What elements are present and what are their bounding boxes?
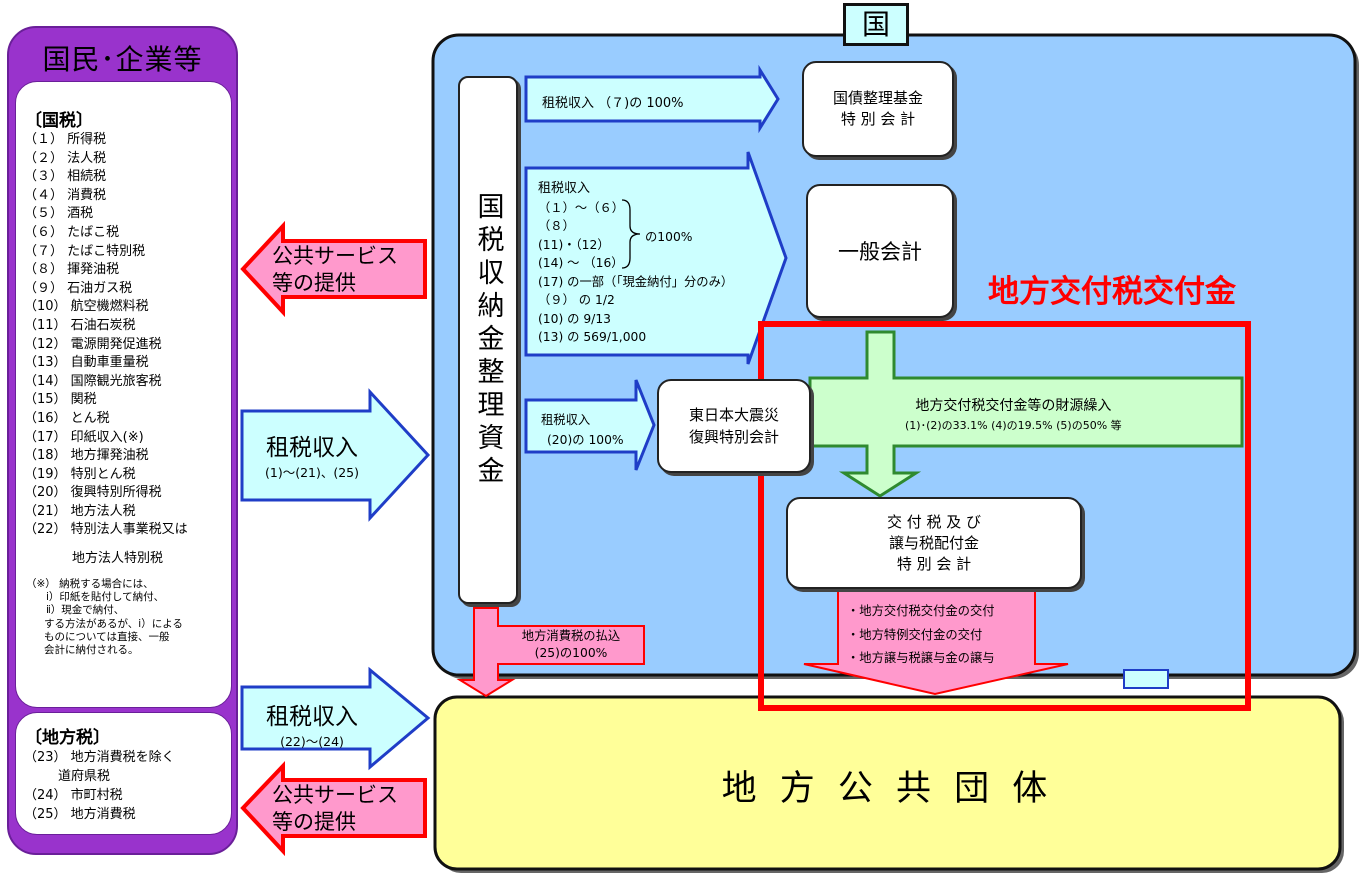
debt-account: 国債整理基金 特 別 会 計 <box>802 61 954 157</box>
grant-account: 交 付 税 及 び 譲与税配付金 特 別 会 計 <box>786 497 1082 589</box>
public-service-label-2: 公共サービス 等の提供 <box>272 783 398 834</box>
highlight-label: 地方交付税交付金 <box>988 274 1236 310</box>
national-tax-item: （10） 航空機燃料税 <box>24 299 149 315</box>
national-tax-item: （８） 揮発油税 <box>24 262 120 278</box>
national-tax-cont: 地方法人特別税 <box>72 551 164 566</box>
national-tax-item: （11） 石油石炭税 <box>24 317 136 333</box>
to-general-arrow <box>524 151 788 365</box>
national-tax-box <box>15 81 232 708</box>
to-reconstruction-arrow <box>524 379 656 471</box>
national-tax-item: （16） とん税 <box>24 410 110 426</box>
general-account: 一般会計 <box>806 184 954 318</box>
national-tax-item: （９） 石油ガス税 <box>24 280 133 296</box>
tax-revenue-label-2: 租税収入 (22)～(24) <box>266 704 358 749</box>
local-tax-heading: 〔地方税〕 <box>25 728 110 748</box>
citizens-title: 国民･企業等 <box>42 43 203 76</box>
country-label: 国 <box>843 3 909 46</box>
national-tax-item: （22） 特別法人事業税又は <box>24 522 188 538</box>
to-general-brace-label: の100% <box>645 230 693 244</box>
national-tax-list: （１） 所得税 （２） 法人税 （３） 相続税 （４） 消費税 （５） 酒税 （６） たば… <box>24 131 188 540</box>
local-tax-list: （23） 地方消費税を除く 道府県税 （24） 市町村税 （25） 地方消費税 <box>24 750 175 822</box>
national-tax-item: （14） 国際観光旅客税 <box>24 373 162 389</box>
national-tax-item: （２） 法人税 <box>24 150 107 166</box>
national-tax-item: （18） 地方揮発油税 <box>24 448 149 464</box>
brace-icon <box>621 199 641 269</box>
national-tax-item: （６） たばこ税 <box>24 224 120 240</box>
local-consumption-label: 地方消費税の払込 (25)の100% <box>521 629 621 660</box>
national-tax-heading: 〔国税〕 <box>25 111 93 131</box>
local-tax-box <box>15 712 232 835</box>
to-debt-arrow <box>524 64 780 134</box>
national-tax-item: （20） 復興特別所得税 <box>24 485 162 501</box>
national-tax-item: （15） 関税 <box>24 392 97 408</box>
connector <box>1123 669 1169 689</box>
tax-revenue-label-1: 租税収入 (1)～(21)、(25) <box>264 435 360 480</box>
national-tax-item: （４） 消費税 <box>24 187 107 203</box>
to-debt-label: 租税収入 （７)の 100% <box>542 96 684 111</box>
highlight-frame <box>758 321 1251 711</box>
footnote: （※） 納税する場合には、 ⅰ）印紙を貼付して納付、 ⅱ）現金で納付、 する方法… <box>26 578 183 657</box>
national-tax-item: （19） 特別とん税 <box>24 466 136 482</box>
transfer-label: 地方交付税交付金等の財源繰入 (1)･(2)の33.1% (4)の19.5% (… <box>905 398 1122 432</box>
national-tax-item: （３） 相続税 <box>24 169 107 185</box>
grants-label: ・地方交付税交付金の交付 ・地方特例交付金の交付 ・地方譲与税譲与金の譲与 <box>847 604 995 665</box>
to-reconstruction-label: 租税収入 (20)の 100% <box>541 413 624 447</box>
national-tax-item: （５） 酒税 <box>24 206 94 222</box>
public-service-arrow-2 <box>240 761 427 857</box>
local-gov-label: 地 方 公 共 団 体 <box>721 769 1054 809</box>
public-service-label-1: 公共サービス 等の提供 <box>272 244 398 295</box>
local-consumption-arrow <box>456 607 645 698</box>
national-tax-item: （13） 自動車重量税 <box>24 355 149 371</box>
national-tax-item: （17） 印紙収入(※) <box>24 429 144 445</box>
national-tax-item: （７） たばこ特別税 <box>24 243 146 259</box>
tax-revenue-arrow-1 <box>240 388 431 522</box>
local-gov-panel <box>433 695 1342 871</box>
grant-arrow <box>803 589 1069 696</box>
public-service-arrow-1 <box>240 220 427 318</box>
reconstruction-account: 東日本大震災 復興特別会計 <box>657 379 811 473</box>
national-tax-item: （１） 所得税 <box>24 132 107 147</box>
to-general-label: 租税収入 （１）～（６） （８） (11)・（12） (14) ～ （16） (… <box>538 181 734 344</box>
national-tax-fund: 国税収納金整理資金 <box>458 76 518 604</box>
national-tax-item: （21） 地方法人税 <box>24 503 136 519</box>
tax-revenue-arrow-2 <box>240 666 431 771</box>
national-tax-item: （12） 電源開発促進税 <box>24 336 162 352</box>
